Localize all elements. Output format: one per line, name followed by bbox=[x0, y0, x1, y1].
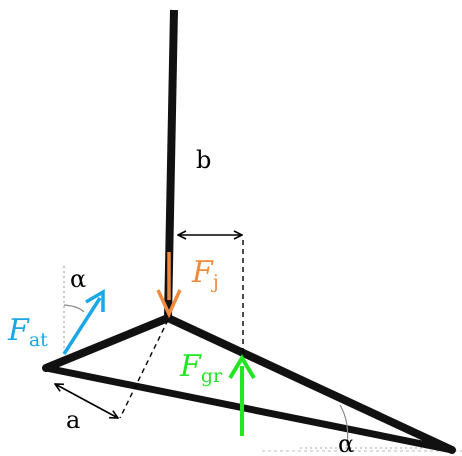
label-fj: Fj bbox=[191, 255, 219, 293]
label-fgr-sub: gr bbox=[201, 365, 223, 387]
angle-arc-top bbox=[63, 304, 85, 313]
label-fat-main: F bbox=[7, 313, 30, 348]
label-alpha-top: α bbox=[70, 265, 86, 293]
foot-segment-heel-to-toe bbox=[42, 364, 456, 454]
label-alpha-bottom: α bbox=[338, 430, 354, 456]
force-fj-head bbox=[156, 289, 182, 319]
label-fat: Fat bbox=[7, 313, 48, 351]
angle-arc-bottom bbox=[339, 404, 349, 447]
dimension-arrow-a bbox=[55, 384, 118, 418]
foot-segment-joint-to-toe bbox=[164, 314, 456, 454]
label-a: a bbox=[66, 406, 80, 434]
lever-arm-guide-a bbox=[119, 319, 169, 419]
label-b: b bbox=[196, 146, 211, 174]
label-fj-main: F bbox=[191, 255, 214, 290]
force-fat-head bbox=[85, 288, 105, 312]
force-fat-shaft bbox=[62, 297, 102, 355]
label-fat-sub: at bbox=[29, 329, 48, 351]
foot-segment-heel-to-joint bbox=[42, 314, 172, 372]
label-fj-sub: j bbox=[211, 271, 219, 293]
force-fgr-head bbox=[228, 354, 256, 380]
label-fgr-main: F bbox=[179, 349, 202, 384]
label-fgr: Fgr bbox=[179, 349, 223, 387]
